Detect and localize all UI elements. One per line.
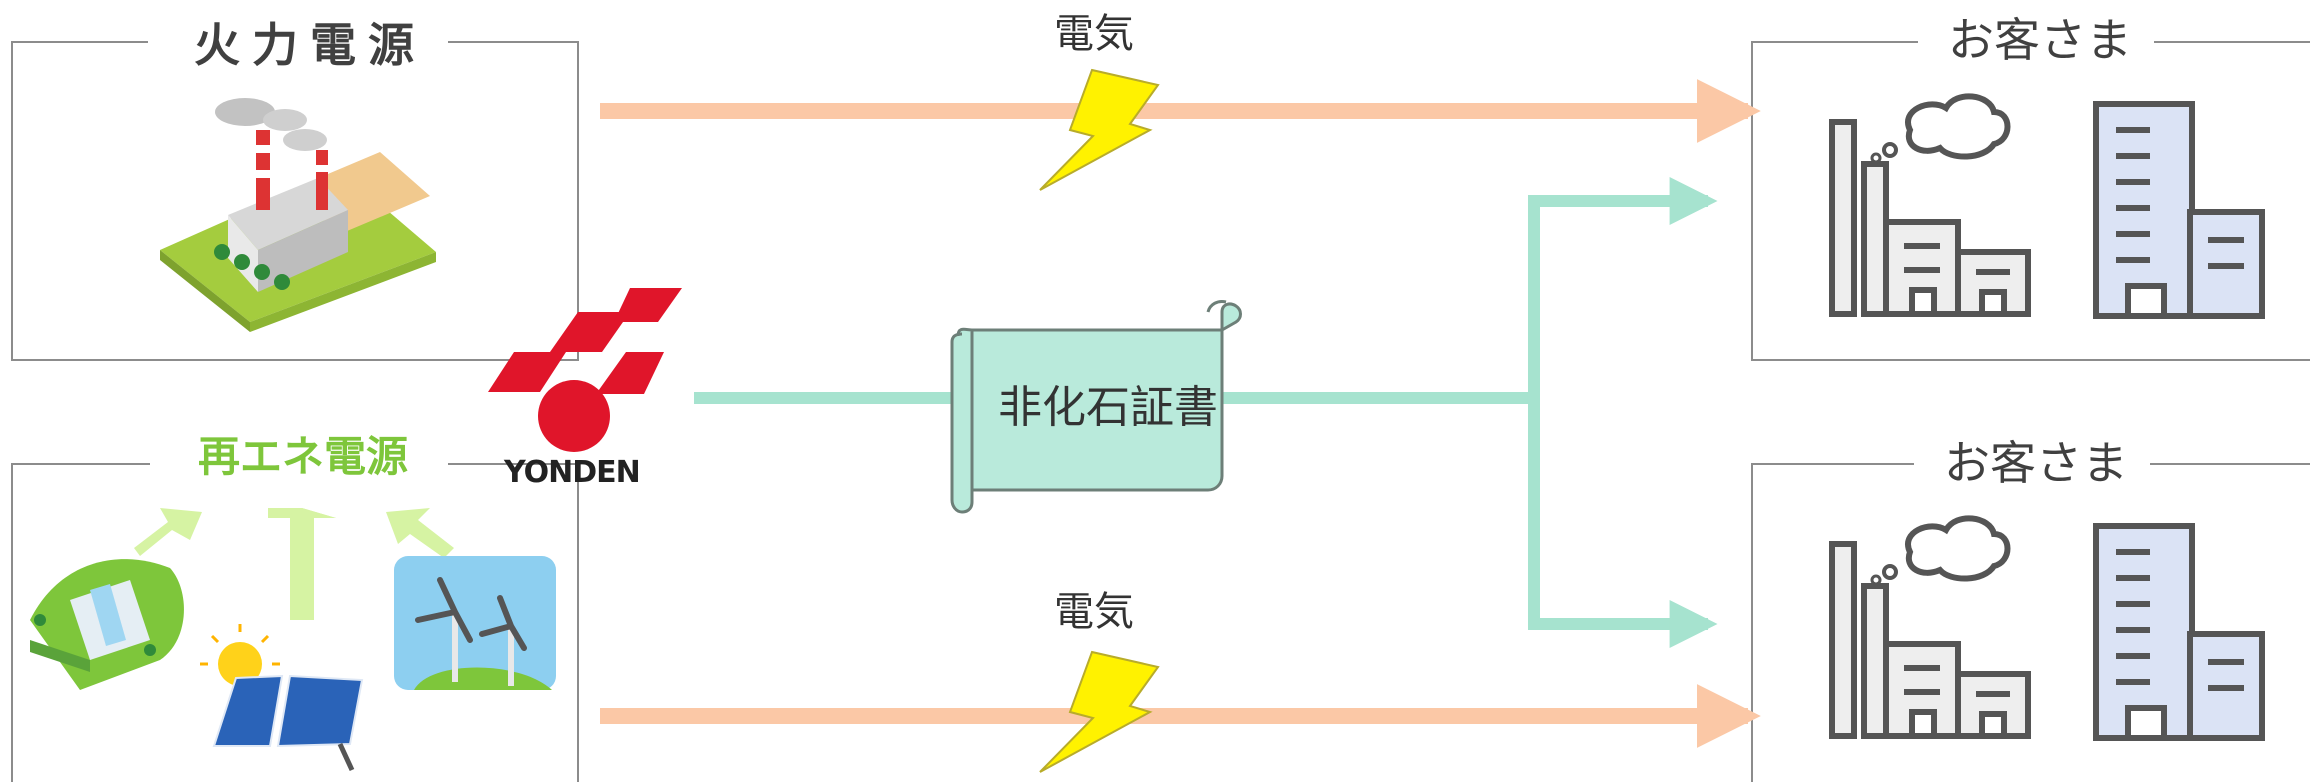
certificate-label: 非化石証書: [998, 382, 1218, 433]
thermal-source-title: 火力電源: [172, 22, 448, 68]
lightning-icon: [1039, 68, 1160, 191]
solar-panel-icon: [200, 624, 364, 772]
customer-top-title: お客さま: [1926, 17, 2154, 63]
thermal-box-frame: [11, 41, 579, 361]
renewable-source-title: 再エネ電源: [198, 432, 409, 481]
customer-bottom-title: お客さま: [1922, 440, 2150, 486]
office-building-icon: [2093, 101, 2265, 319]
customer-bottom-frame: [1751, 463, 2310, 782]
thermal-plant-icon: [160, 98, 436, 332]
factory-icon: [1829, 515, 2031, 739]
yonden-logo-text: YONDEN: [504, 455, 641, 490]
certificate-scroll-icon: [950, 300, 1242, 514]
lightning-icon: [1039, 650, 1160, 773]
customer-top-frame: [1751, 41, 2310, 361]
renewable-up-arrows: [134, 508, 454, 620]
renewable-box-frame: [11, 463, 579, 782]
wind-turbine-icon: [394, 556, 556, 690]
hydro-dam-icon: [30, 559, 184, 690]
electricity-label-bottom: 電気: [1054, 589, 1134, 635]
yonden-logo-icon: [488, 288, 682, 452]
office-building-icon: [2093, 523, 2265, 741]
factory-icon: [1829, 93, 2031, 317]
electricity-label-top: 電気: [1054, 11, 1134, 57]
